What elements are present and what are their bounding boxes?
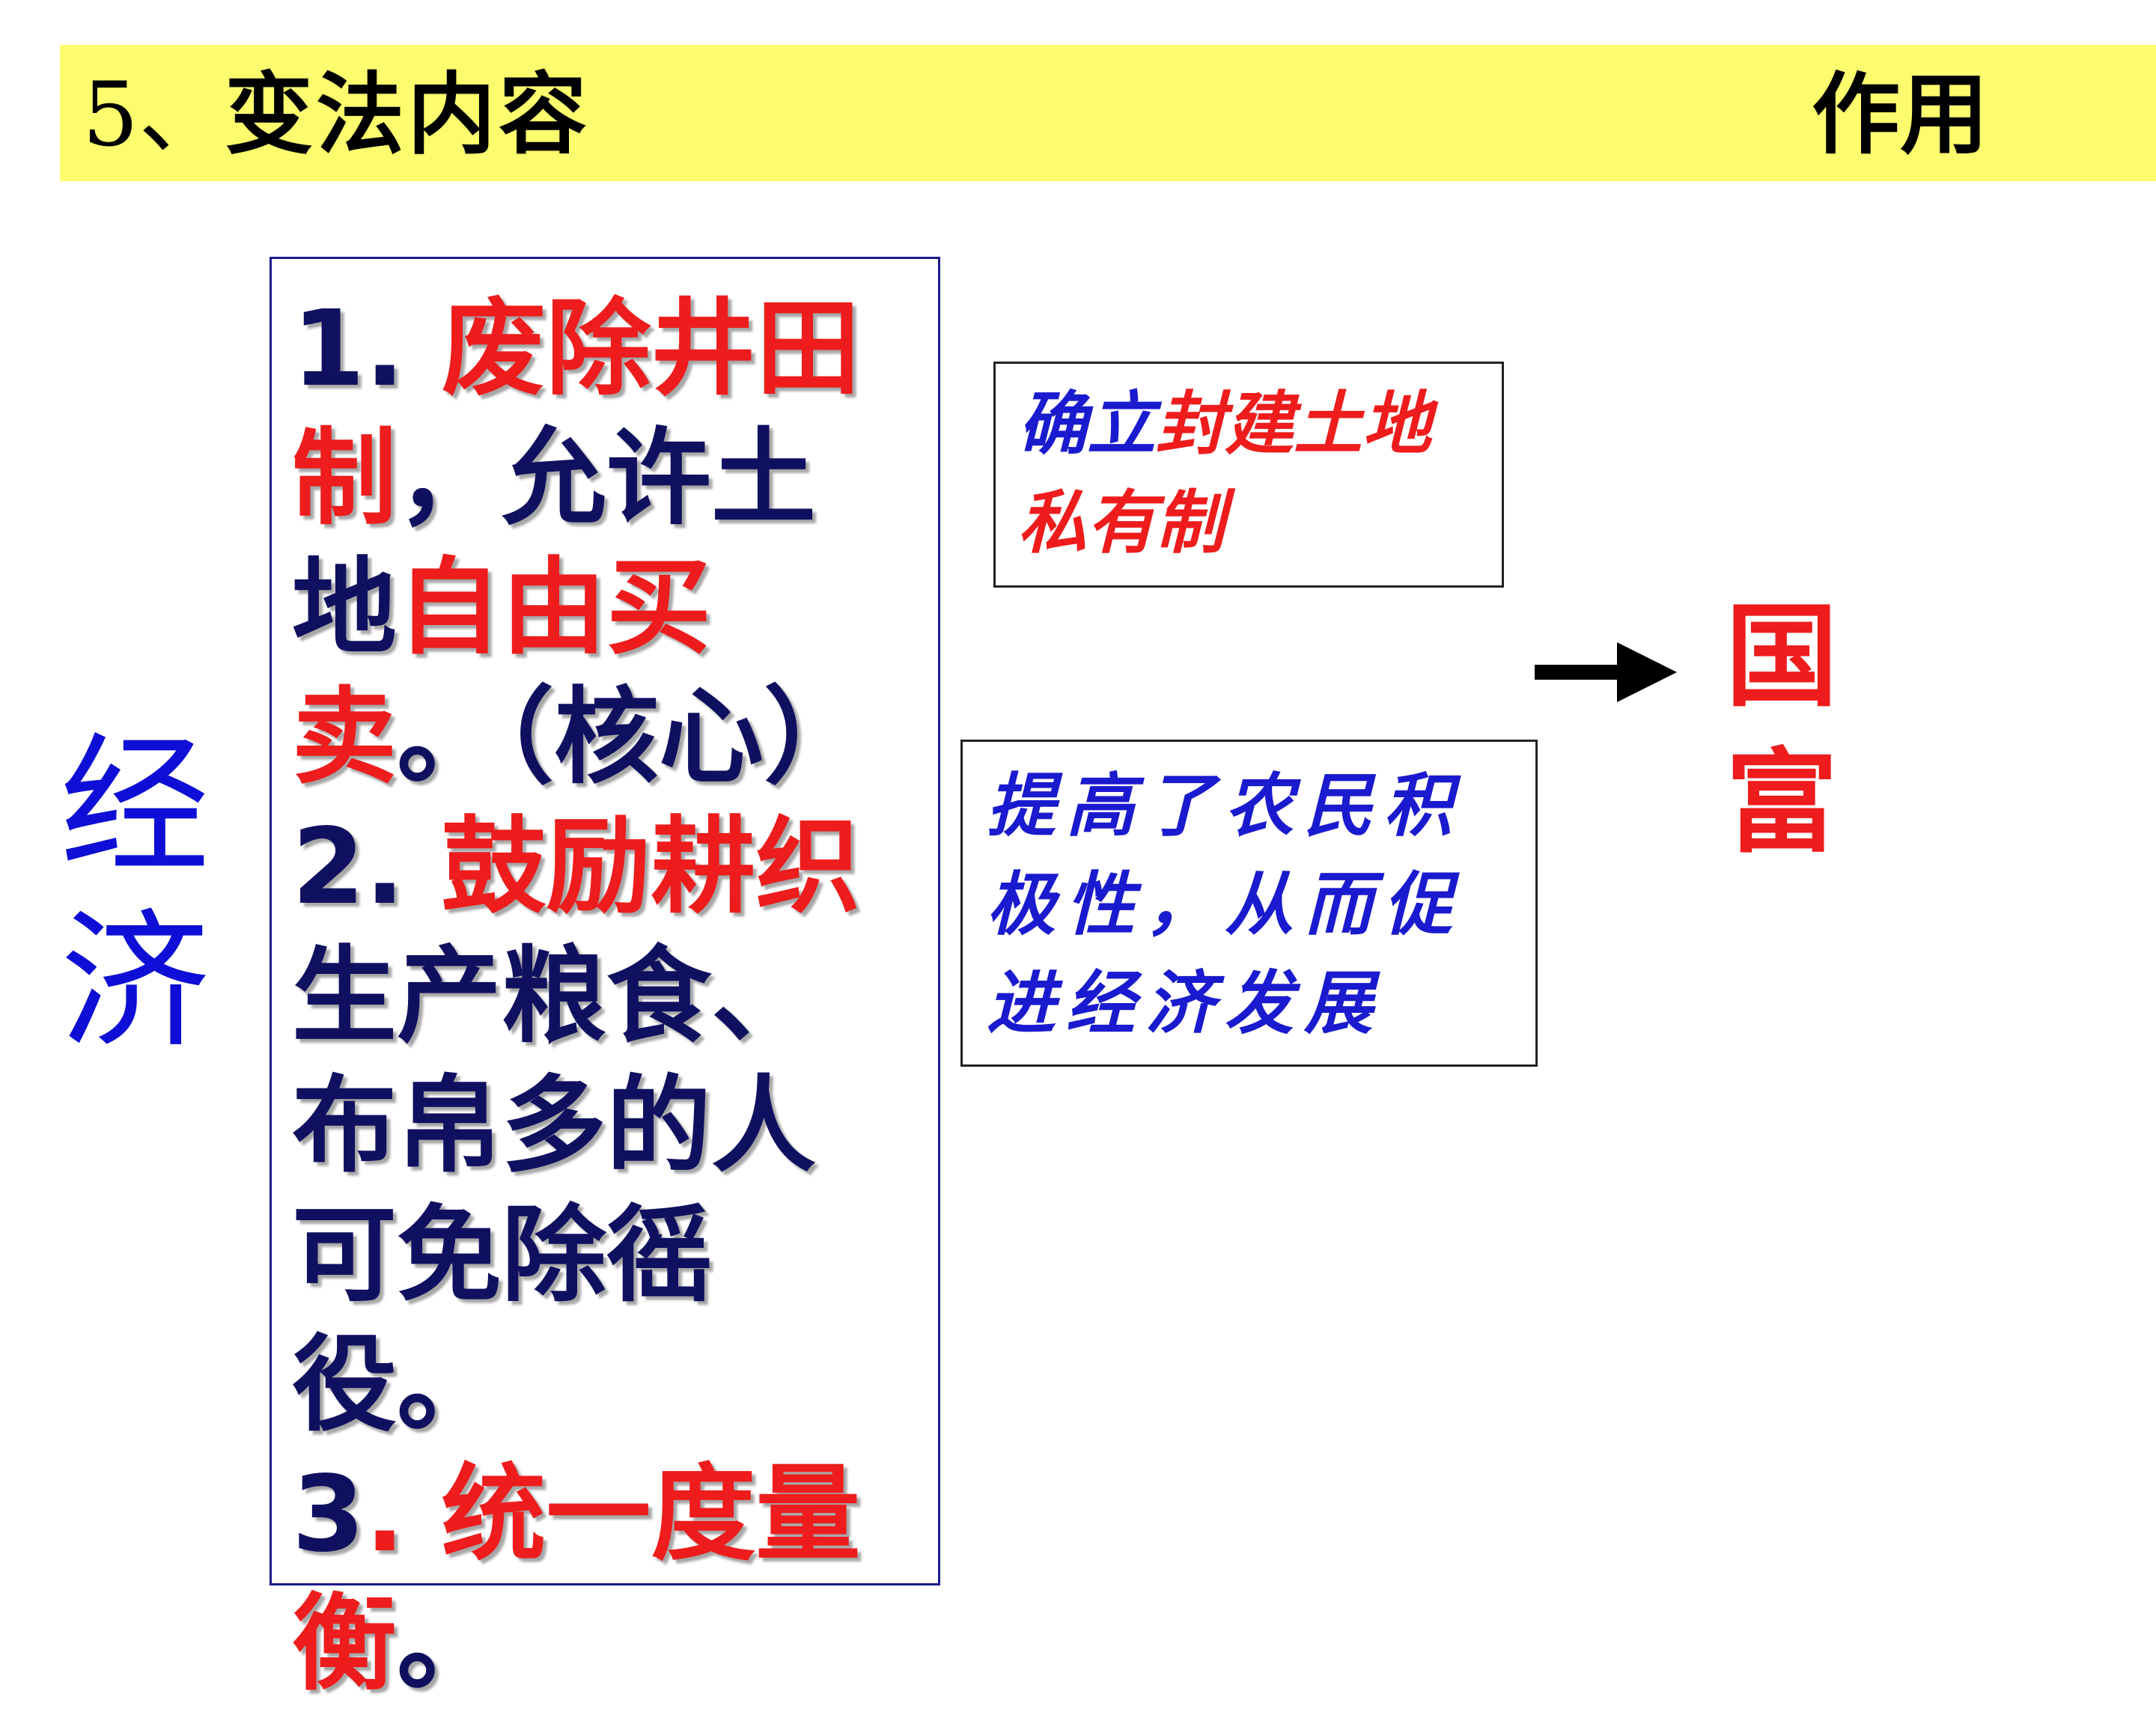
item1-number: 1. [292, 288, 442, 410]
section-number: 5、 [82, 63, 228, 166]
item1-text-b: 。（核心） [397, 677, 869, 799]
effect-box-land [993, 362, 1504, 588]
item2-highlight: 鼓励耕织 [441, 806, 861, 928]
item1-highlight-b: 自由买卖 [292, 547, 712, 799]
category-label: 经 济 [52, 719, 217, 1070]
section-title: 变法内容 [225, 63, 591, 166]
item2-number: 2. [292, 806, 442, 928]
right-arrow-icon [1535, 642, 1677, 702]
effect-text-farmers: 提高了农民积极性，从而促进经济发展 [987, 765, 1464, 1044]
reform-content-box [270, 257, 940, 1585]
effect-box-farmers [960, 740, 1538, 1067]
effect1-highlight: 封建土地私有制 [1018, 383, 1432, 563]
effect1-text: 确立 [1018, 383, 1157, 464]
result-label: 国 富 [1722, 584, 1842, 876]
item3-highlight: . 统一度量衡 [292, 1454, 861, 1705]
header-band [60, 45, 2156, 181]
result-line-1: 国 [1725, 591, 1838, 722]
item1-highlight-a: 废除井田制 [292, 288, 861, 540]
reform-content-text: 1. 废除井田制，允许土地自由买卖。（核心）2. 鼓励耕织生产粮食、布帛多的人可… [292, 284, 906, 1709]
item2-text: 生产粮食、布帛多的人可免除徭役。 [292, 936, 817, 1446]
effect-column-title: 作用 [1812, 63, 1989, 166]
item3-number: 3 [292, 1454, 365, 1576]
effect-text-land: 确立封建土地私有制 [1018, 374, 1482, 572]
category-line-1: 经 [59, 719, 210, 894]
category-line-2: 济 [59, 895, 210, 1070]
item1-text-a: ，允许土地 [292, 418, 817, 669]
item3-text: 。 [397, 1583, 502, 1705]
result-line-2: 富 [1725, 737, 1838, 868]
